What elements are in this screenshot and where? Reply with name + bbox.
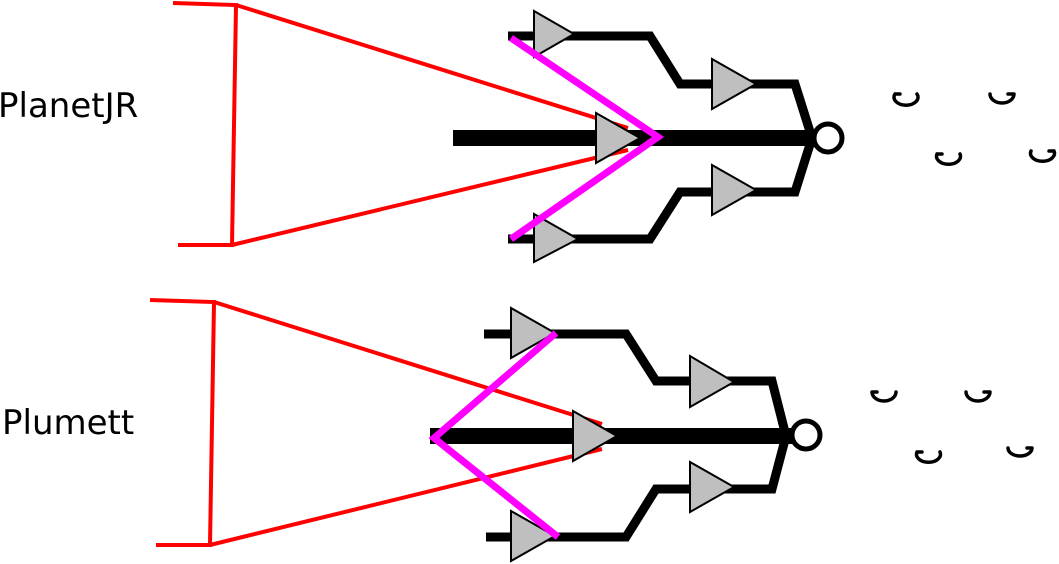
planter-bottom-tine-center bbox=[572, 409, 620, 463]
planter-bottom-upper-arm bbox=[484, 329, 791, 438]
planter-top-tine-front-lower bbox=[533, 212, 581, 264]
planter-bottom-seeds bbox=[870, 390, 1034, 465]
seed-icon bbox=[988, 92, 1016, 105]
planter-bottom-blade bbox=[428, 330, 561, 540]
planter-top-tine-rear-upper bbox=[711, 57, 759, 111]
planter-top-frame bbox=[172, 1, 239, 247]
planter-bottom-frame-upper-line bbox=[213, 300, 603, 426]
planter-bottom-hitch bbox=[789, 418, 823, 452]
seed-icon bbox=[934, 152, 963, 167]
seed-icon bbox=[1006, 446, 1034, 458]
planter-top-seeds bbox=[892, 92, 1057, 167]
planter-top-tine-rear-lower bbox=[711, 163, 759, 217]
planter-bottom-frame bbox=[149, 298, 217, 547]
planter-top-group: PlanetJR bbox=[0, 1, 1057, 264]
planter-top-tine-center bbox=[595, 111, 643, 165]
planter-bottom-frame-lower-line bbox=[209, 447, 603, 547]
planter-top-tine-front-upper bbox=[533, 9, 577, 59]
planter-bottom-tine-front-lower bbox=[510, 509, 558, 563]
seed-icon bbox=[892, 92, 920, 107]
planter-top-blade bbox=[509, 35, 665, 242]
planter-top-upper-arm bbox=[508, 31, 817, 140]
seed-icon bbox=[964, 390, 992, 403]
planter-top-lower-arm bbox=[508, 136, 817, 244]
seed-icon bbox=[1028, 149, 1057, 164]
planter-top-frame-lower-line bbox=[231, 148, 629, 247]
planter-bottom-lower-arm bbox=[486, 434, 791, 542]
planter-top-frame-upper-line bbox=[235, 3, 629, 130]
seed-icon bbox=[870, 390, 898, 403]
planter-bottom-tine-rear-upper bbox=[689, 354, 736, 409]
planter-bottom-label: Plumett bbox=[2, 403, 134, 443]
seed-icon bbox=[914, 450, 943, 465]
planter-top-hitch bbox=[811, 121, 845, 155]
planter-bottom-tine-rear-lower bbox=[689, 460, 737, 514]
planter-top-label: PlanetJR bbox=[0, 86, 138, 126]
planter-bottom-group: Plumett bbox=[2, 298, 1034, 563]
planter-bottom-tine-front-upper bbox=[510, 306, 558, 360]
